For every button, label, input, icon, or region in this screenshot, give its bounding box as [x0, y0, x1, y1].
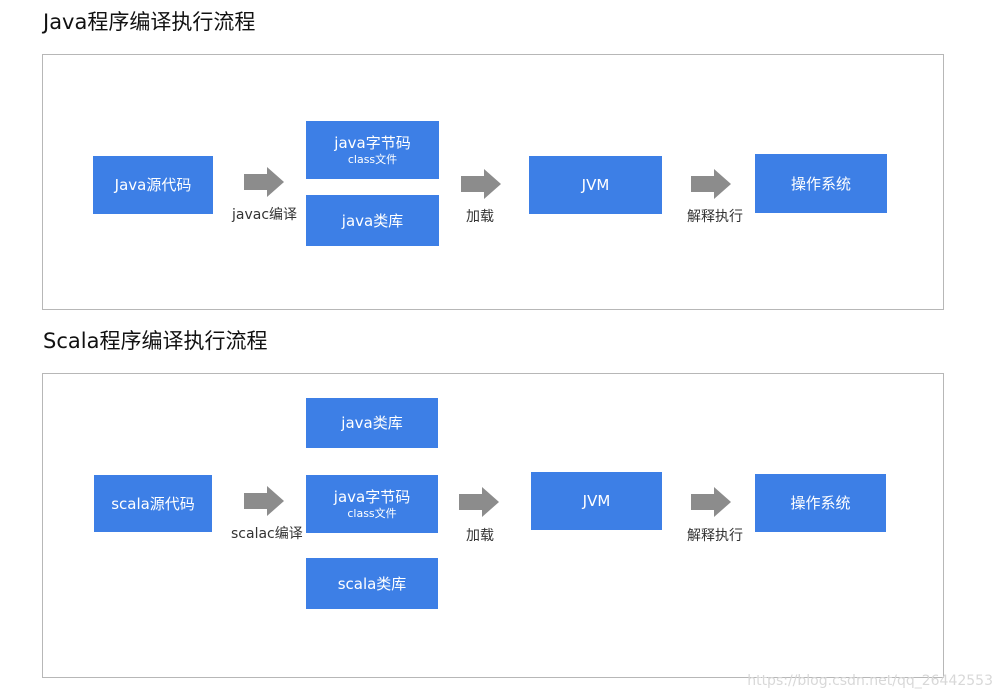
- load-label: 加载: [466, 528, 494, 544]
- right-arrow-icon: [244, 486, 284, 516]
- java-bytecode-label: java字节码: [334, 133, 411, 152]
- java-source-label: Java源代码: [114, 176, 192, 194]
- jvm-label: JVM: [582, 492, 611, 510]
- os-box: 操作系统: [755, 474, 886, 532]
- java-source-box: Java源代码: [93, 156, 213, 214]
- jvm-box: JVM: [529, 156, 662, 214]
- java-flow-panel: Java源代码 javac编译 java字节码 class文件 java类库 加…: [42, 54, 944, 310]
- right-arrow-icon: [244, 167, 284, 197]
- scala-source-label: scala源代码: [111, 494, 195, 513]
- os-label: 操作系统: [790, 494, 851, 512]
- java-bytecode-label: java字节码: [333, 487, 411, 506]
- load-label: 加载: [466, 209, 494, 225]
- watermark: https://blog.csdn.net/qq_26442553: [747, 673, 993, 689]
- jvm-label: JVM: [581, 176, 610, 194]
- java-library-box: java类库: [306, 398, 438, 448]
- os-box: 操作系统: [755, 154, 887, 213]
- java-bytecode-box: java字节码 class文件: [306, 121, 439, 179]
- right-arrow-icon: [691, 487, 731, 517]
- javac-compile-label: javac编译: [232, 207, 298, 223]
- java-bytecode-box: java字节码 class文件: [306, 475, 438, 533]
- class-file-label: class文件: [347, 506, 397, 520]
- scala-flow-title: Scala程序编译执行流程: [43, 329, 268, 353]
- right-arrow-icon: [459, 487, 499, 517]
- right-arrow-icon: [461, 169, 501, 199]
- scala-source-box: scala源代码: [94, 475, 212, 532]
- java-library-box: java类库: [306, 195, 439, 246]
- os-label: 操作系统: [790, 174, 851, 193]
- right-arrow-icon: [691, 169, 731, 199]
- scalac-compile-label: scalac编译: [231, 526, 303, 542]
- jvm-box: JVM: [531, 472, 662, 530]
- java-library-label: java类库: [341, 211, 404, 230]
- scala-library-box: scala类库: [306, 558, 438, 609]
- interpret-execute-label: 解释执行: [687, 528, 743, 544]
- java-library-label: java类库: [341, 414, 403, 432]
- class-file-label: class文件: [347, 152, 398, 166]
- interpret-execute-label: 解释执行: [687, 209, 743, 225]
- java-flow-title: Java程序编译执行流程: [43, 10, 256, 34]
- scala-library-label: scala类库: [337, 574, 407, 593]
- scala-flow-panel: scala源代码 scalac编译 java类库 java字节码 class文件…: [42, 373, 944, 678]
